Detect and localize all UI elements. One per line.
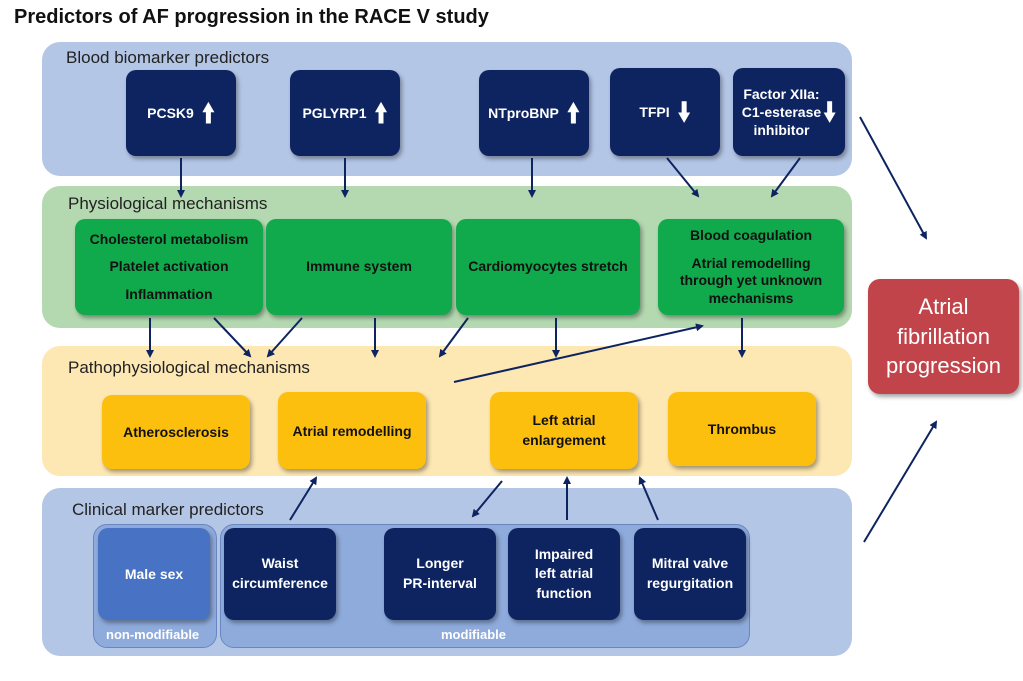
arrow-remodel-to-coag bbox=[453, 323, 704, 383]
arrow-down-icon: 🠛 bbox=[823, 97, 837, 127]
tfpi-box: TFPI 🠛 bbox=[610, 68, 720, 156]
factor-line2: C1-esterase bbox=[741, 103, 822, 120]
factor-line1: Factor XIIa: bbox=[743, 85, 820, 102]
male-label: Male sex bbox=[124, 566, 184, 582]
arrow-tfpi-to-coag bbox=[666, 157, 700, 198]
arrow-chol-to-remodel bbox=[213, 317, 252, 358]
arrow-factor-to-coag bbox=[770, 157, 801, 198]
clinical-panel-label: Clinical marker predictors bbox=[72, 500, 264, 519]
arrow-up-icon: 🠙 bbox=[566, 98, 580, 128]
af-progression-box: Atrial fibrillation progression bbox=[868, 279, 1019, 394]
la-line2: enlargement bbox=[522, 431, 606, 448]
athero-label: Atherosclerosis bbox=[123, 424, 229, 440]
arrow-cardio-to-remodel bbox=[438, 317, 469, 358]
male-sex-box: Male sex bbox=[98, 528, 210, 620]
af-line1: Atrial bbox=[918, 293, 969, 319]
diagram-title: Predictors of AF progression in the RACE… bbox=[14, 6, 489, 28]
pcsk9-box: PCSK9 🠙 bbox=[126, 70, 236, 156]
pcsk9-label: PCSK9 bbox=[147, 105, 194, 121]
physiological-panel-label: Physiological mechanisms bbox=[68, 194, 268, 213]
immune-system-box: Immune system bbox=[266, 219, 452, 315]
left-atrial-enlargement-box: Left atrial enlargement bbox=[490, 392, 638, 469]
waist-line1: Waist bbox=[261, 555, 299, 572]
imp-line3: function bbox=[536, 584, 592, 601]
blood-coagulation-box: Blood coagulation Atrial remodelling thr… bbox=[658, 219, 844, 315]
af-line3: progression bbox=[886, 353, 1001, 379]
pglyrp1-label: PGLYRP1 bbox=[302, 105, 367, 121]
arrow-mitral-to-la bbox=[638, 476, 659, 521]
imp-line1: Impaired bbox=[534, 545, 594, 562]
arrow-up-icon: 🠙 bbox=[201, 98, 215, 128]
thrombus-label: Thrombus bbox=[707, 421, 777, 437]
coag-line2: Atrial remodelling bbox=[691, 254, 811, 271]
non-modifiable-label: non-modifiable bbox=[106, 627, 200, 642]
cholesterol-line: Cholesterol metabolism bbox=[89, 231, 249, 248]
waist-box: Waist circumference bbox=[224, 528, 336, 620]
mitral-valve-box: Mitral valve regurgitation bbox=[634, 528, 746, 620]
ntprobnp-box: NTproBNP 🠙 bbox=[479, 70, 589, 156]
mv-line2: regurgitation bbox=[646, 575, 734, 591]
arrow-waist-to-remodel bbox=[289, 476, 318, 521]
waist-line2: circumference bbox=[232, 575, 328, 591]
thrombus-box: Thrombus bbox=[668, 392, 816, 466]
atherosclerosis-box: Atherosclerosis bbox=[102, 395, 250, 469]
la-line1: Left atrial bbox=[532, 411, 596, 428]
atrial-remodelling-box: Atrial remodelling bbox=[278, 392, 426, 469]
af-line2: fibrillation bbox=[897, 323, 990, 349]
impaired-la-function-box: Impaired left atrial function bbox=[508, 528, 620, 620]
pr-line2: PR-interval bbox=[403, 575, 477, 591]
factor-xiia-box: Factor XIIa: C1-esterase inhibitor 🠛 bbox=[733, 68, 845, 156]
mv-line1: Mitral valve bbox=[651, 555, 729, 572]
tfpi-label: TFPI bbox=[639, 104, 670, 120]
pathophysiological-panel-label: Pathophysiological mechanisms bbox=[68, 358, 310, 377]
arrow-clinical-to-af bbox=[863, 420, 938, 543]
modifiable-label: modifiable bbox=[441, 627, 507, 642]
platelet-line: Platelet activation bbox=[109, 258, 229, 275]
coag-line3: through yet unknown bbox=[679, 272, 823, 288]
arrow-up-icon: 🠙 bbox=[374, 98, 388, 128]
imp-line2: left atrial bbox=[534, 565, 594, 582]
cardiomyocytes-box: Cardiomyocytes stretch bbox=[456, 219, 640, 315]
arrow-down-icon: 🠛 bbox=[677, 97, 691, 127]
arrow-la-to-pr bbox=[471, 480, 503, 518]
cholesterol-box: Cholesterol metabolism Platelet activati… bbox=[75, 219, 263, 315]
remodel-label: Atrial remodelling bbox=[292, 422, 412, 439]
ntprobnp-label: NTproBNP bbox=[488, 105, 559, 121]
cardio-label: Cardiomyocytes stretch bbox=[468, 258, 628, 275]
inflammation-line: Inflammation bbox=[125, 285, 213, 302]
coag-line4: mechanisms bbox=[708, 289, 794, 306]
immune-label: Immune system bbox=[306, 258, 412, 275]
pr-interval-box: Longer PR-interval bbox=[384, 528, 496, 620]
arrow-blood-to-af bbox=[859, 116, 927, 240]
factor-line3: inhibitor bbox=[753, 122, 810, 139]
pglyrp1-box: PGLYRP1 🠙 bbox=[290, 70, 400, 156]
pr-line1: Longer bbox=[416, 555, 464, 572]
blood-panel-label: Blood biomarker predictors bbox=[66, 48, 270, 67]
arrow-immune-to-athero bbox=[266, 317, 303, 358]
coag-line1: Blood coagulation bbox=[689, 227, 813, 243]
